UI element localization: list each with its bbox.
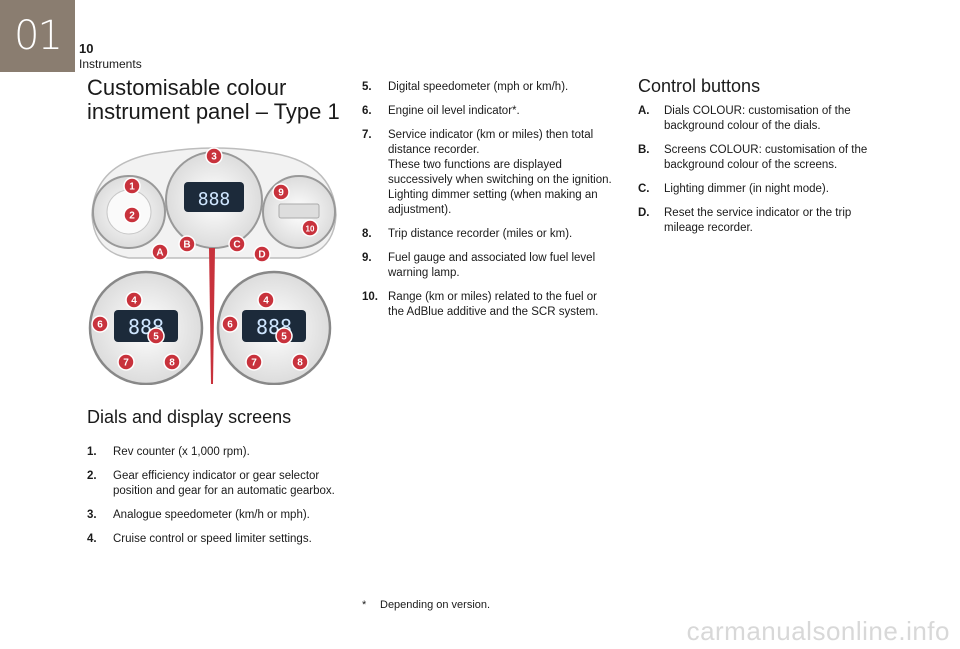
callout-label: 7 [123, 358, 129, 369]
list-item: 7.Service indicator (km or miles) then t… [362, 129, 612, 216]
callout-marker [125, 291, 143, 309]
callout-marker [301, 219, 319, 237]
list-item: 6.Engine oil level indicator*. [362, 105, 520, 117]
callout-marker [163, 353, 181, 371]
list-item: 5.Digital speedometer (mph or km/h). [362, 81, 569, 93]
list-item: D.Reset the service indicator or the tri… [638, 207, 852, 234]
callout-label: C [233, 240, 240, 251]
callout-label: 8 [169, 358, 175, 369]
controls-heading: Control buttons [638, 76, 761, 96]
list-item: B.Screens COLOUR: customisation of the b… [638, 144, 868, 171]
page-number: 10 [79, 41, 94, 56]
callout-label: 4 [131, 296, 137, 307]
callout-label: 6 [97, 320, 103, 331]
list-item: 8.Trip distance recorder (miles or km). [362, 228, 573, 240]
callout-label: 8 [297, 358, 303, 369]
callout-marker [272, 183, 290, 201]
callout-label: D [258, 250, 265, 261]
dials-heading: Dials and display screens [87, 407, 292, 427]
callout-marker [123, 206, 141, 224]
list-item: A.Dials COLOUR: customisation of the bac… [638, 105, 851, 132]
footnote: *Depending on version. [362, 599, 491, 611]
callout-label: 1 [129, 182, 135, 193]
callout-label: 2 [129, 211, 135, 222]
callout-marker [228, 235, 246, 253]
dials-list: 1.Rev counter (x 1,000 rpm). 2.Gear effi… [87, 445, 347, 556]
controls-list: A.Dials COLOUR: customisation of the bac… [638, 104, 888, 245]
watermark: carmanualsonline.info [686, 616, 950, 646]
callout-marker [275, 327, 293, 345]
callout-markers: 1 2 3 9 10A B C D 4 6 5 7 8 4 6 5 7 8 [91, 147, 319, 371]
callout-marker [91, 315, 109, 333]
pointer-wedge [209, 248, 215, 384]
list-item: C.Lighting dimmer (in night mode). [638, 183, 829, 195]
list-item: 9.Fuel gauge and associated low fuel lev… [362, 252, 596, 279]
chapter-tab: 01 [0, 0, 75, 72]
section-name: Instruments [79, 57, 142, 71]
callout-label: A [156, 248, 163, 259]
page-title: Customisable colour instrument panel – T… [87, 75, 340, 124]
callout-label: 3 [211, 152, 217, 163]
callout-marker [178, 235, 196, 253]
list-item: 10.Range (km or miles) related to the fu… [362, 291, 599, 318]
indicators-list: 5.Digital speedometer (mph or km/h). 6.E… [362, 80, 612, 329]
callout-label: 4 [263, 296, 269, 307]
center-lcd-digits: 888 [198, 189, 231, 210]
callout-marker [257, 291, 275, 309]
callout-label: 5 [281, 332, 287, 343]
callout-label: B [183, 240, 190, 251]
callout-marker [123, 177, 141, 195]
callout-marker [205, 147, 223, 165]
callout-label: 6 [227, 320, 233, 331]
list-item: 3.Analogue speedometer (km/h or mph). [87, 509, 310, 521]
callout-label: 10 [306, 225, 315, 234]
list-item: 4.Cruise control or speed limiter settin… [87, 533, 312, 545]
center-lcd [184, 182, 244, 212]
callout-label: 9 [278, 188, 284, 199]
callout-label: 5 [153, 332, 159, 343]
callout-marker [151, 243, 169, 261]
callout-marker [117, 353, 135, 371]
callout-marker [221, 315, 239, 333]
callout-marker [253, 245, 271, 263]
callout-marker [147, 327, 165, 345]
list-item: 2.Gear efficiency indicator or gear sele… [87, 470, 335, 497]
callout-marker [245, 353, 263, 371]
list-item: 1.Rev counter (x 1,000 rpm). [87, 446, 250, 458]
callout-marker [291, 353, 309, 371]
callout-label: 7 [251, 358, 257, 369]
